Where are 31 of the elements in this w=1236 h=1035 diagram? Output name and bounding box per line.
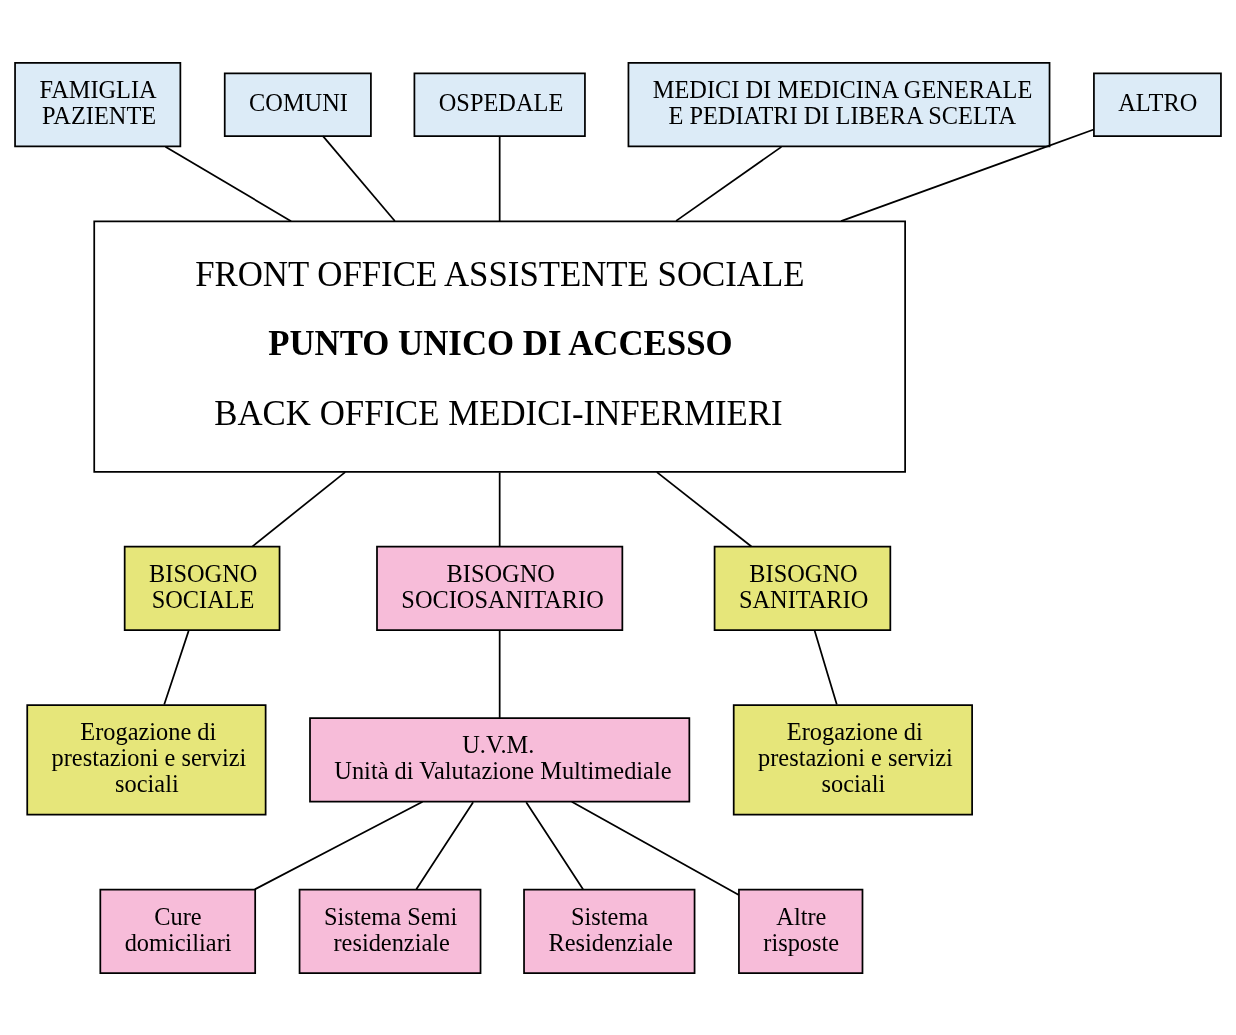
connector [655,470,753,547]
connector [498,134,501,222]
node-box: BISOGNO SANITARIO [713,545,892,631]
connector [415,800,474,890]
node-box: U.V.M. Unità di Valutazione Multimediale [309,716,691,802]
connector [675,145,783,222]
node-box: Cure domiciliari [99,888,257,974]
connector [322,134,396,222]
node-box: FAMIGLIA PAZIENTE [14,61,182,147]
node-box: BISOGNO SOCIALE [123,545,281,631]
connector [813,629,838,705]
node-box: Sistema Semi residenziale [298,888,482,974]
node-box: Erogazione di prestazioni e servizi sociali [732,703,973,816]
node-box: BISOGNO SOCIOSANITARIO [376,545,624,631]
connector [251,470,347,547]
connector [253,800,424,890]
node-box: Sistema Residenziale [523,888,696,974]
node-box: FRONT OFFICE ASSISTENTE SOCIALE PUNTO UNICO DI ACCESSO BACK OFFICE MEDICI-INFERMIERI [93,219,906,473]
connector [570,800,740,896]
connector [498,471,501,548]
node-box: Erogazione di prestazioni e servizi sociali [26,703,267,816]
connector [498,629,501,719]
node-box: Altre risposte [738,888,864,974]
connector [163,629,190,705]
connector [525,800,584,890]
node-box: MEDICI DI MEDICINA GENERALE E PEDIATRI DI LIBERA SCELTA [627,61,1051,147]
node-box: ALTRO [1093,72,1222,137]
node-box: COMUNI [223,72,372,137]
node-box: OSPEDALE [413,72,586,137]
connector [164,145,292,222]
connector [840,128,1095,222]
